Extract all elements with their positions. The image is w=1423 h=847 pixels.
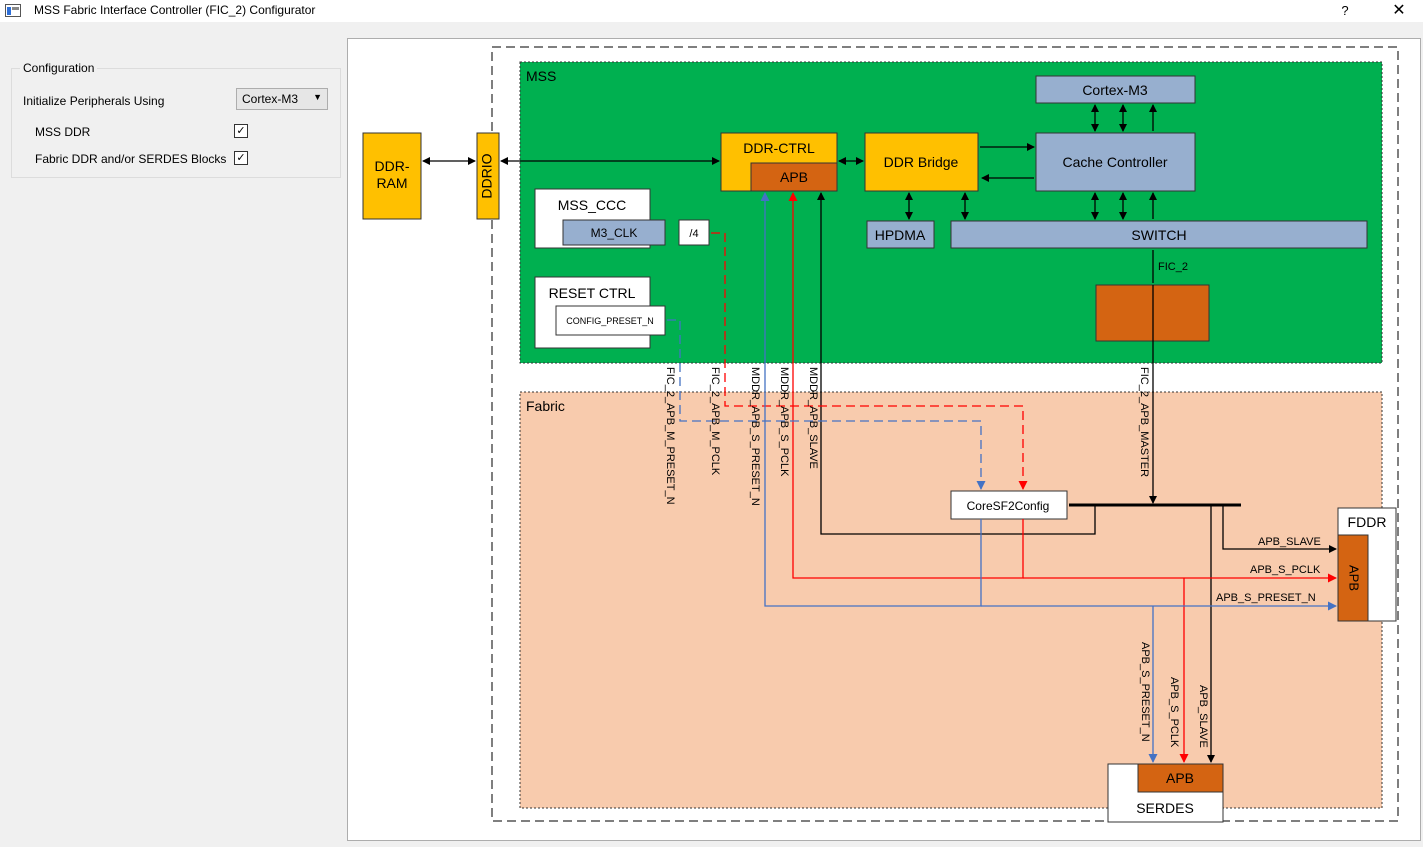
- window-title: MSS Fabric Interface Controller (FIC_2) …: [34, 3, 316, 17]
- configuration-group: Configuration Initialize Peripherals Usi…: [11, 61, 341, 178]
- fddr-label: FDDR: [1348, 514, 1387, 530]
- ddr-ctrl-apb-block: [750, 162, 838, 192]
- checkmark-icon: ✓: [236, 125, 246, 137]
- init-peripherals-label: Initialize Peripherals Using: [23, 94, 165, 108]
- ddr-ctrl-label: DDR-CTRL: [743, 140, 815, 156]
- mss-ccc-label: MSS_CCC: [558, 197, 626, 213]
- config-preset-n-block: [555, 305, 666, 336]
- divide-by-4-label: /4: [689, 228, 698, 240]
- ddr-ram-block: [362, 132, 422, 220]
- serdes-apb-s-preset-n-label: APB_S_PRESET_N: [1139, 642, 1151, 742]
- fic-2-apb-m-pclk-label: FIC_2_APB_M_PCLK: [709, 367, 721, 476]
- mddr-apb-slave-label: MDDR_APB_SLAVE: [807, 367, 819, 469]
- reset-signals: [667, 192, 1337, 763]
- configuration-group-label: Configuration: [20, 61, 98, 75]
- coresf2config-label: CoreSF2Config: [967, 499, 1050, 513]
- app-icon: [5, 4, 21, 17]
- m3-clk-label: M3_CLK: [591, 226, 638, 240]
- clock-signals: [711, 192, 1337, 763]
- reset-ctrl-label: RESET CTRL: [549, 285, 636, 301]
- coresf2config-block: [950, 490, 1068, 520]
- fabric-connectors: [817, 192, 1337, 763]
- cache-controller-label: Cache Controller: [1062, 154, 1167, 170]
- mddr-apb-s-preset-n-label: MDDR_APB_S_PRESET_N: [749, 367, 761, 506]
- init-peripherals-value: Cortex-M3: [242, 92, 299, 106]
- checkmark-icon: ✓: [236, 152, 246, 164]
- fddr-apb-label: APB: [1347, 565, 1362, 591]
- fic-2-label: FIC_2: [1158, 261, 1188, 273]
- fddr-apb-s-pclk-label: APB_S_PCLK: [1250, 564, 1321, 576]
- cache-controller-block: [1035, 132, 1196, 192]
- title-bar: MSS Fabric Interface Controller (FIC_2) …: [0, 0, 1423, 22]
- ddr-bridge-block: [864, 132, 979, 192]
- init-peripherals-select[interactable]: Cortex-M3 ▼: [236, 88, 328, 110]
- fic-2-apb-m-preset-n-label: FIC_2_APB_M_PRESET_N: [664, 367, 676, 505]
- diagram-panel: MSS Fabric DDR- RAM DDRIO DDR-CTRL APB D…: [347, 38, 1421, 841]
- fic-2-apb-master-label: FIC_2_APB_MASTER: [1138, 367, 1150, 477]
- cortex-m3-block: [1035, 75, 1196, 104]
- cortex-m3-label: Cortex-M3: [1082, 82, 1148, 98]
- serdes-apb-label: APB: [1166, 770, 1194, 786]
- hpdma-block: [866, 220, 935, 249]
- serdes-label: SERDES: [1136, 800, 1194, 816]
- m3-clk-block: [562, 219, 666, 246]
- hpdma-label: HPDMA: [875, 227, 926, 243]
- serdes-apb-slave-label: APB_SLAVE: [1197, 685, 1209, 748]
- help-button[interactable]: ?: [1341, 3, 1349, 18]
- ddr-ram-label-1: DDR-: [375, 158, 410, 174]
- ddr-ram-label-2: RAM: [376, 175, 407, 191]
- ddrio-block: [476, 132, 500, 220]
- serdes-apb-block: [1137, 763, 1224, 793]
- fddr-apb-block: [1337, 534, 1369, 622]
- switch-block: [950, 220, 1368, 249]
- switch-label: SWITCH: [1131, 227, 1186, 243]
- config-preset-n-label: CONFIG_PRESET_N: [566, 316, 654, 326]
- block-diagram: MSS Fabric DDR- RAM DDRIO DDR-CTRL APB D…: [362, 46, 1399, 823]
- mss-label: MSS: [526, 68, 556, 84]
- serdes-apb-s-pclk-label: APB_S_PCLK: [1168, 677, 1180, 748]
- divide-by-4-block: [678, 219, 710, 246]
- fabric-ddr-checkbox[interactable]: ✓: [234, 151, 248, 165]
- ddr-ctrl-apb-label: APB: [780, 169, 808, 185]
- fddr-apb-s-preset-n-label: APB_S_PRESET_N: [1216, 592, 1316, 604]
- ddr-bridge-label: DDR Bridge: [884, 154, 959, 170]
- mss-connectors: [422, 104, 1157, 283]
- fabric-label: Fabric: [526, 398, 565, 414]
- signal-labels: FIC_2_APB_M_PRESET_N FIC_2_APB_M_PCLK MD…: [664, 367, 1321, 748]
- mss-ddr-label: MSS DDR: [35, 125, 91, 139]
- fabric-ddr-label: Fabric DDR and/or SERDES Blocks: [35, 152, 227, 166]
- close-button[interactable]: ✕: [1392, 2, 1406, 19]
- mss-ddr-checkbox[interactable]: ✓: [234, 124, 248, 138]
- chevron-down-icon: ▼: [313, 92, 322, 102]
- ddrio-label: DDRIO: [479, 153, 495, 198]
- outer-dashed-border: [491, 46, 1399, 822]
- mddr-apb-s-pclk-label: MDDR_APB_S_PCLK: [778, 367, 790, 477]
- fddr-apb-slave-label: APB_SLAVE: [1258, 536, 1321, 548]
- fabric-region: [519, 391, 1383, 809]
